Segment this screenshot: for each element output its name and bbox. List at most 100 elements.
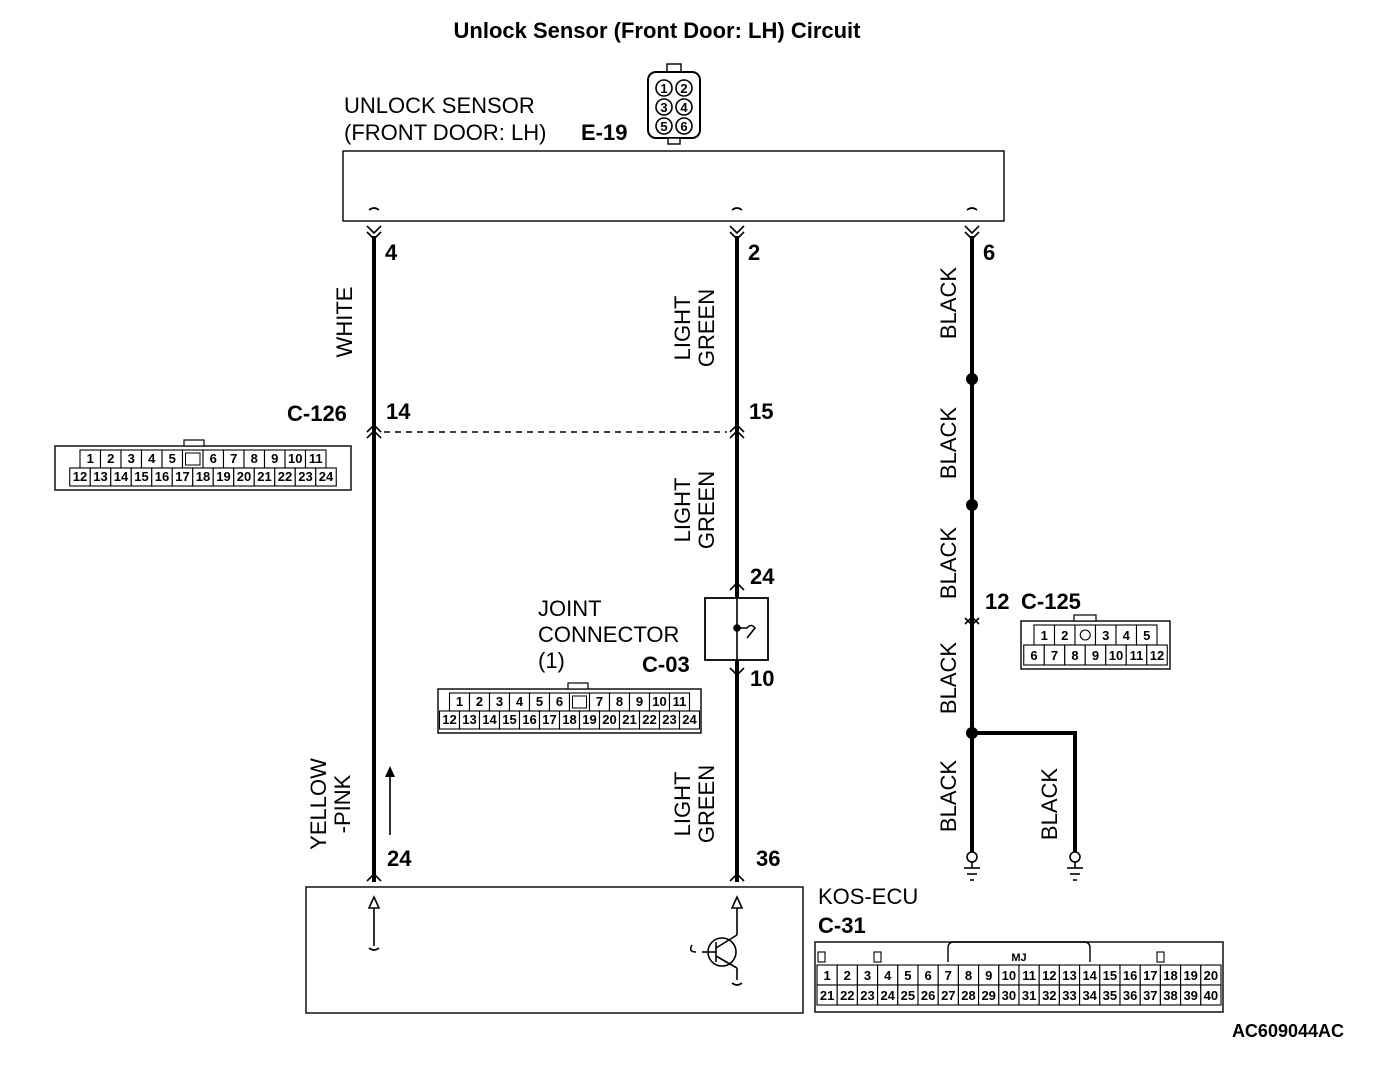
wire-middle-color-line1: LIGHT [670,478,695,543]
sensor-name-line2: (FRONT DOOR: LH) [344,120,546,145]
c125-pin-number: 3 [1102,628,1109,643]
e19-pin: 5 [660,119,667,134]
e19-pin: 4 [680,100,688,115]
c126-pin-number: 19 [216,469,230,484]
c31-pin-number: 22 [840,988,854,1003]
c125-pin-number: 8 [1071,648,1078,663]
kos-ecu-box [305,886,804,1014]
joint-pin-number: 9 [636,694,643,709]
c126-pin-number: 12 [73,469,87,484]
c126-pin-number: 14 [114,469,129,484]
c31-pin-number: 13 [1062,968,1076,983]
c31-pin-number: 6 [924,968,931,983]
splice-dot [966,373,978,385]
wire-middle-color-line2: GREEN [694,471,719,549]
c126-pin-number: 4 [148,451,156,466]
c125-name: C-125 [1021,589,1081,614]
e19-pin: 2 [680,81,687,96]
joint-pin-number: 2 [476,694,483,709]
c125-pin-number: 5 [1143,628,1150,643]
joint-pin-number: 24 [682,712,697,727]
ecu-left-pin: 24 [387,846,412,871]
c125-pin-number: 9 [1092,648,1099,663]
c31-pin-cell [1200,984,1222,1006]
wire-middle-color-line1: LIGHT [670,772,695,837]
c31-pin-number: 31 [1022,988,1036,1003]
c126-pin-number: 6 [210,451,217,466]
joint-pin-number: 20 [602,712,616,727]
e19-pin: 6 [680,119,687,134]
joint-out-pin: 10 [750,666,774,691]
joint-in-pin: 24 [750,564,775,589]
c125-pin-number: 10 [1109,648,1123,663]
c31-pin-number: 9 [985,968,992,983]
wire-branch-color: BLACK [1037,768,1062,840]
ecu-middle-pin: 36 [756,846,780,871]
joint-pin-number: 7 [596,694,603,709]
c31-pin-number: 21 [820,988,834,1003]
wire-right-color: BLACK [936,407,961,479]
joint-label-line2: CONNECTOR [538,622,679,647]
c31-pin-number: 3 [864,968,871,983]
c31-mj-key [947,941,1091,962]
key-icon [1079,629,1091,641]
joint-pin-number: 16 [522,712,536,727]
c126-pin-number: 1 [87,451,94,466]
c31-pin-number: 26 [921,988,935,1003]
c31-pin-number: 28 [961,988,975,1003]
c126-pin-number: 20 [237,469,251,484]
ecu-name: KOS-ECU [818,884,918,909]
c31-pin-number: 17 [1143,968,1157,983]
joint-pin-number: 12 [442,712,456,727]
c125-pin-number: 6 [1030,648,1037,663]
sensor-terminals [366,207,980,241]
splice-dot [966,499,978,511]
joint-label-line3: (1) [538,648,565,673]
c31-latch [873,951,882,963]
c31-pin-number: 33 [1062,988,1076,1003]
c31-pin-number: 37 [1143,988,1157,1003]
c126-tab [183,439,205,447]
c31-pin-number: 14 [1082,968,1097,983]
c125-pin-number: 2 [1061,628,1068,643]
figure-id: AC609044AC [1232,1021,1344,1041]
c31-key-label: MJ [1011,952,1026,964]
splice-dot [966,727,978,739]
c126-left-pin: 14 [386,399,411,424]
c126-pin-number: 16 [155,469,169,484]
c31-pin-number: 36 [1123,988,1137,1003]
c31-pin-number: 35 [1103,988,1117,1003]
c125-pin-number: 1 [1041,628,1048,643]
joint-pin-number: 23 [662,712,676,727]
ecu-input-circuit-icon [367,895,381,951]
e19-pin: 1 [660,81,667,96]
c31-pin-number: 19 [1183,968,1197,983]
c31-pin-number: 29 [981,988,995,1003]
wire-left-color-bottom-line1: YELLOW [306,758,331,850]
c126-middle-pin: 15 [749,399,773,424]
c125-tab [1073,614,1097,622]
ground-icon [1067,851,1083,881]
ecu-chevron [729,872,745,882]
c126-pin-number: 3 [128,451,135,466]
c31-pin-number: 12 [1042,968,1056,983]
c31-pin-number: 24 [880,988,895,1003]
joint-pin-number: 3 [496,694,503,709]
wire-right-branch [972,731,1077,852]
joint-pin-number: 21 [622,712,636,727]
c125-pin-number: 7 [1051,648,1058,663]
ecu-transistor-icon [689,895,744,986]
wire-middle-color-line2: GREEN [694,765,719,843]
wire-right-color: BLACK [936,527,961,599]
e19-connector-face: 1 2 3 4 5 6 [647,63,701,145]
c31-pin-number: 32 [1042,988,1056,1003]
joint-pin-number: 13 [462,712,476,727]
wire-middle-color-line1: LIGHT [670,296,695,361]
wire-right-sensor-pin: 6 [983,240,995,265]
c31-pin-number: 40 [1204,988,1218,1003]
c31-pin-number: 10 [1002,968,1016,983]
c31-latch [1156,951,1165,963]
joint-pin-number: 4 [516,694,524,709]
joint-pin-number: 6 [556,694,563,709]
